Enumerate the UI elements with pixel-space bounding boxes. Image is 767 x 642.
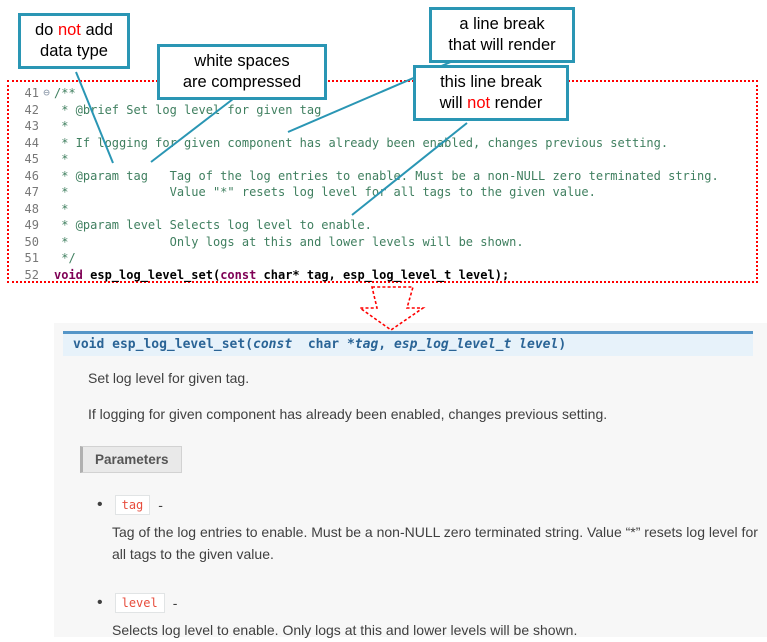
param-name-chip: level (114, 593, 165, 614)
sig-type-char: char * (292, 337, 355, 352)
param-dash: - (158, 497, 163, 513)
fold-gutter (39, 267, 54, 284)
sig-separator: , (378, 337, 394, 352)
callout-text-red: not (467, 94, 491, 113)
line-number: 51 (24, 251, 39, 265)
parameters-header: Parameters (80, 446, 182, 473)
callout-line: are compressed (182, 73, 302, 92)
code-line: 49 * @param level Selects log level to e… (15, 217, 752, 234)
code-line: 51 */ (15, 250, 752, 267)
sig-paren-close: ) (558, 337, 567, 352)
callout-line: a line break (459, 15, 545, 33)
comment-text: * If logging for given component has alr… (54, 135, 669, 150)
code-line: 47 * Value "*" resets log level for all … (15, 184, 752, 201)
code-line: 45 * (15, 151, 752, 168)
param-item-tag: • tag - Tag of the log entries to enable… (97, 495, 767, 565)
fold-gutter (39, 135, 54, 152)
fold-marker-icon[interactable]: ⊖ (43, 86, 50, 99)
callout-text: render (490, 94, 543, 113)
doc-brief: Set log level for given tag. (88, 370, 250, 386)
fold-gutter (39, 151, 54, 168)
line-number: 49 (24, 218, 39, 232)
callout-line: data type (40, 42, 108, 61)
comment-text: */ (54, 251, 76, 265)
code-line: 48 * (15, 201, 752, 218)
line-number: 48 (24, 201, 39, 216)
rendered-doc-panel: void esp_log_level_set(const char *tag, … (54, 323, 767, 638)
comment-text: * (54, 152, 69, 166)
line-number: 47 (24, 185, 39, 199)
sig-keyword-void: void (73, 337, 105, 352)
line-number: 46 (24, 168, 39, 183)
fold-gutter (39, 250, 54, 267)
sig-paren-open: ( (245, 337, 254, 352)
comment-text: * (54, 201, 69, 216)
line-number: 43 (24, 119, 39, 133)
line-number: 52 (24, 267, 39, 282)
param-dash: - (172, 595, 178, 612)
param-name-chip: tag (114, 495, 151, 515)
callout-line: white spaces (194, 52, 290, 70)
code-line: 44 * If logging for given component has … (15, 135, 752, 152)
fold-gutter (39, 102, 54, 119)
comment-text: * @param level Selects log level to enab… (54, 218, 372, 232)
parameters-section: Parameters (80, 446, 767, 473)
bullet-icon: • (97, 496, 103, 513)
comment-text: * Value "*" resets log level for all tag… (54, 185, 596, 199)
code-editor: 41 ⊖ /** 42 * @brief Set log level for giv… (7, 80, 758, 283)
callout-break-render: a line break that will render (429, 7, 575, 64)
code-line: 42 * @brief Set log level for given tag (15, 102, 752, 119)
comment-text: * @param tag Tag of the log entries to e… (54, 168, 719, 183)
fold-gutter (39, 184, 54, 201)
callout-text-red: not (57, 21, 81, 39)
callout-break-norender: this line break will not render (413, 65, 569, 122)
callout-whitespace: white spaces are compressed (157, 44, 327, 101)
line-number: 42 (24, 102, 39, 117)
callout-no-datatype: do not add data type (18, 13, 130, 70)
sig-keyword-const: const (253, 337, 293, 352)
param-head: • level - (97, 593, 767, 614)
doc-description: If logging for given component has alrea… (88, 406, 608, 422)
callout-line: do not add (27, 20, 121, 41)
comment-text: * @brief Set log level for given tag (54, 102, 322, 117)
code-line: 50 * Only logs at this and lower levels … (15, 234, 752, 251)
fold-gutter (39, 201, 54, 218)
code-line: 43 * (15, 118, 752, 135)
line-number: 45 (24, 152, 39, 166)
param-item-level: • level - Selects log level to enable. O… (97, 593, 767, 642)
callout-text: will (439, 94, 468, 113)
bullet-icon: • (97, 594, 103, 612)
declaration-rest: char* tag, esp_log_level_t level); (256, 267, 510, 282)
keyword-const: const (220, 267, 257, 282)
fold-gutter (39, 217, 54, 234)
callout-line: this line break (440, 73, 542, 91)
line-number: 50 (24, 234, 39, 249)
fold-gutter (39, 118, 54, 135)
comment-text: /** (54, 86, 76, 100)
comment-text: * Only logs at this and lower levels wil… (54, 234, 524, 249)
fold-gutter (39, 168, 54, 185)
callout-line: will not render (422, 93, 560, 114)
code-line-declaration: 52 void esp_log_level_set(const char* tag… (15, 267, 752, 284)
line-number: 44 (24, 135, 39, 150)
comment-text: * (54, 119, 69, 133)
line-number: 41 (24, 86, 39, 100)
code-line: 46 * @param tag Tag of the log entries t… (15, 168, 752, 185)
code-line: 41 ⊖ /** (15, 85, 752, 102)
function-signature: void esp_log_level_set(const char *tag, … (63, 331, 753, 356)
fold-gutter (39, 234, 54, 251)
callout-line: that will render (448, 36, 556, 55)
callout-text: add (80, 21, 113, 39)
param-description: Selects log level to enable. Only logs a… (112, 622, 578, 639)
sig-arg-level: level (519, 337, 559, 352)
function-name: esp_log_level_set( (82, 267, 221, 282)
sig-function-name: esp_log_level_set (104, 337, 246, 352)
callout-text: do (35, 21, 58, 39)
sig-arg-tag: tag (354, 337, 379, 352)
sig-type-level: esp_log_level_t (393, 337, 520, 352)
param-description: Tag of the log entries to enable. Must b… (112, 524, 758, 562)
keyword-void: void (54, 267, 83, 282)
param-head: • tag - (97, 495, 767, 515)
